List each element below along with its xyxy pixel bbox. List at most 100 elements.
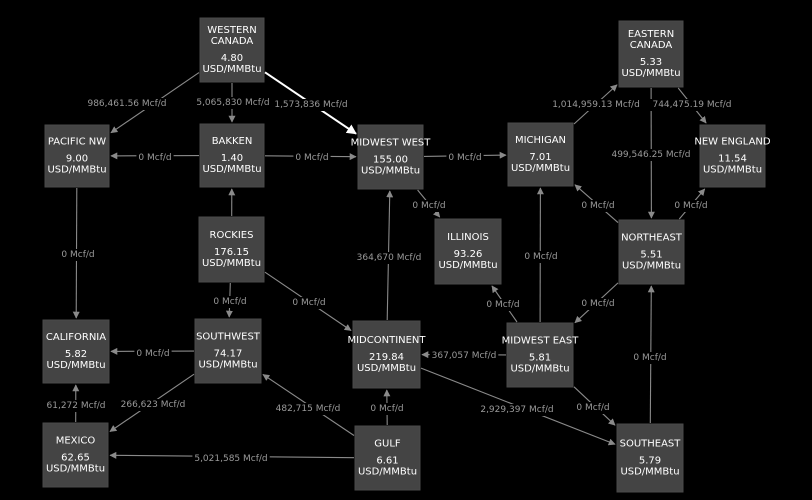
edge-label-midwest-east-to-michigan: 0 Mcf/d <box>524 252 557 262</box>
node-price: 5.79 <box>639 456 661 467</box>
node-price: 5.51 <box>640 250 662 261</box>
edge-label-midwest-west-to-illinois: 0 Mcf/d <box>412 201 445 211</box>
node-unit: USD/MMBtu <box>357 363 416 374</box>
node-box[interactable] <box>199 123 265 188</box>
edge-label-background <box>290 297 328 309</box>
node-name: CANADA <box>211 36 254 47</box>
node-unit: USD/MMBtu <box>202 64 261 75</box>
node-name: SOUTHWEST <box>196 332 261 343</box>
node-unit: USD/MMBtu <box>438 260 497 271</box>
node-box[interactable] <box>616 423 684 493</box>
edge-label-background <box>136 152 174 164</box>
edge-label-rockies-to-midcontinent: 0 Mcf/d <box>292 298 325 308</box>
edge-label-eastern-canada-to-northeast: 499,546.25 Mcf/d <box>611 150 690 160</box>
node-box[interactable] <box>194 318 262 384</box>
edge-label-background <box>478 404 556 416</box>
node-name: MICHIGAN <box>515 135 566 146</box>
edge-label-background <box>522 251 560 263</box>
edge-label-background <box>134 348 172 360</box>
edge-label-background <box>484 299 522 311</box>
edge-label-background <box>118 399 188 411</box>
node-price: 5.33 <box>640 57 662 68</box>
node-unit: USD/MMBtu <box>703 165 762 176</box>
node-name: CALIFORNIA <box>46 332 106 343</box>
node-box[interactable] <box>42 422 109 488</box>
node-price: 11.54 <box>718 154 747 165</box>
node-price: 6.61 <box>376 456 398 467</box>
edge-label-eastern-canada-to-new-england: 744,475.19 Mcf/d <box>652 100 731 110</box>
node-unit: USD/MMBtu <box>202 258 261 269</box>
node-price: 74.17 <box>214 349 243 360</box>
edge-label-background <box>44 400 108 412</box>
nodes-layer: WESTERNCANADA4.80USD/MMBtuEASTERNCANADA5… <box>42 17 771 493</box>
edge-label-background <box>446 152 484 164</box>
node-unit: USD/MMBtu <box>47 165 106 176</box>
node-name: MIDCONTINENT <box>347 335 426 346</box>
node-box[interactable] <box>618 20 684 88</box>
node-price: 93.26 <box>454 249 483 260</box>
node-box[interactable] <box>354 425 421 491</box>
node-price: 155.00 <box>373 155 408 166</box>
node-unit: USD/MMBtu <box>46 360 105 371</box>
edge-label-background <box>368 403 406 415</box>
node-box[interactable] <box>357 124 424 190</box>
node-box[interactable] <box>199 17 265 83</box>
edge-label-background <box>650 99 734 111</box>
edge-label-western-canada-to-pacific-nw: 986,461.56 Mcf/d <box>87 99 166 109</box>
node-unit: USD/MMBtu <box>198 360 257 371</box>
node-box[interactable] <box>44 124 110 188</box>
node-name: CANADA <box>630 40 673 51</box>
edge-label-midwest-east-to-illinois: 0 Mcf/d <box>486 300 519 310</box>
edge-label-background <box>609 149 693 161</box>
node-box[interactable] <box>507 122 574 187</box>
node-box[interactable] <box>352 320 421 389</box>
node-price: 1.40 <box>221 153 243 164</box>
edge-label-background <box>550 99 642 111</box>
node-unit: USD/MMBtu <box>358 467 417 478</box>
edge-label-midcontinent-to-midwest-west: 364,670 Mcf/d <box>357 253 422 263</box>
node-name: NEW ENGLAND <box>694 137 771 148</box>
node-box[interactable] <box>42 319 110 384</box>
node-price: 7.01 <box>529 152 551 163</box>
edge-label-pacific-nw-to-california: 0 Mcf/d <box>61 250 94 260</box>
node-price: 9.00 <box>66 154 88 165</box>
node-price: 4.80 <box>221 53 243 64</box>
edge-label-midcontinent-to-southeast: 2,929,397 Mcf/d <box>480 405 553 415</box>
node-box[interactable] <box>699 124 766 188</box>
edge-label-bakken-to-pacific-nw: 0 Mcf/d <box>138 153 171 163</box>
edge-label-michigan-to-eastern-canada: 1,014,959.13 Mcf/d <box>552 100 640 110</box>
edge-label-southeast-to-northeast: 0 Mcf/d <box>633 353 666 363</box>
node-box[interactable] <box>198 216 265 283</box>
node-unit: USD/MMBtu <box>510 364 569 375</box>
node-name: NORTHEAST <box>621 233 683 244</box>
node-name: MIDWEST EAST <box>502 336 580 347</box>
node-box[interactable] <box>506 322 574 388</box>
edge-label-background <box>631 352 669 364</box>
node-name: ROCKIES <box>210 230 254 241</box>
edge-label-background <box>410 200 448 212</box>
node-box[interactable] <box>618 219 685 285</box>
node-box[interactable] <box>434 218 502 285</box>
node-unit: USD/MMBtu <box>511 163 570 174</box>
node-name: GULF <box>374 439 401 450</box>
edge-label-midwest-east-to-southeast: 0 Mcf/d <box>576 403 609 413</box>
